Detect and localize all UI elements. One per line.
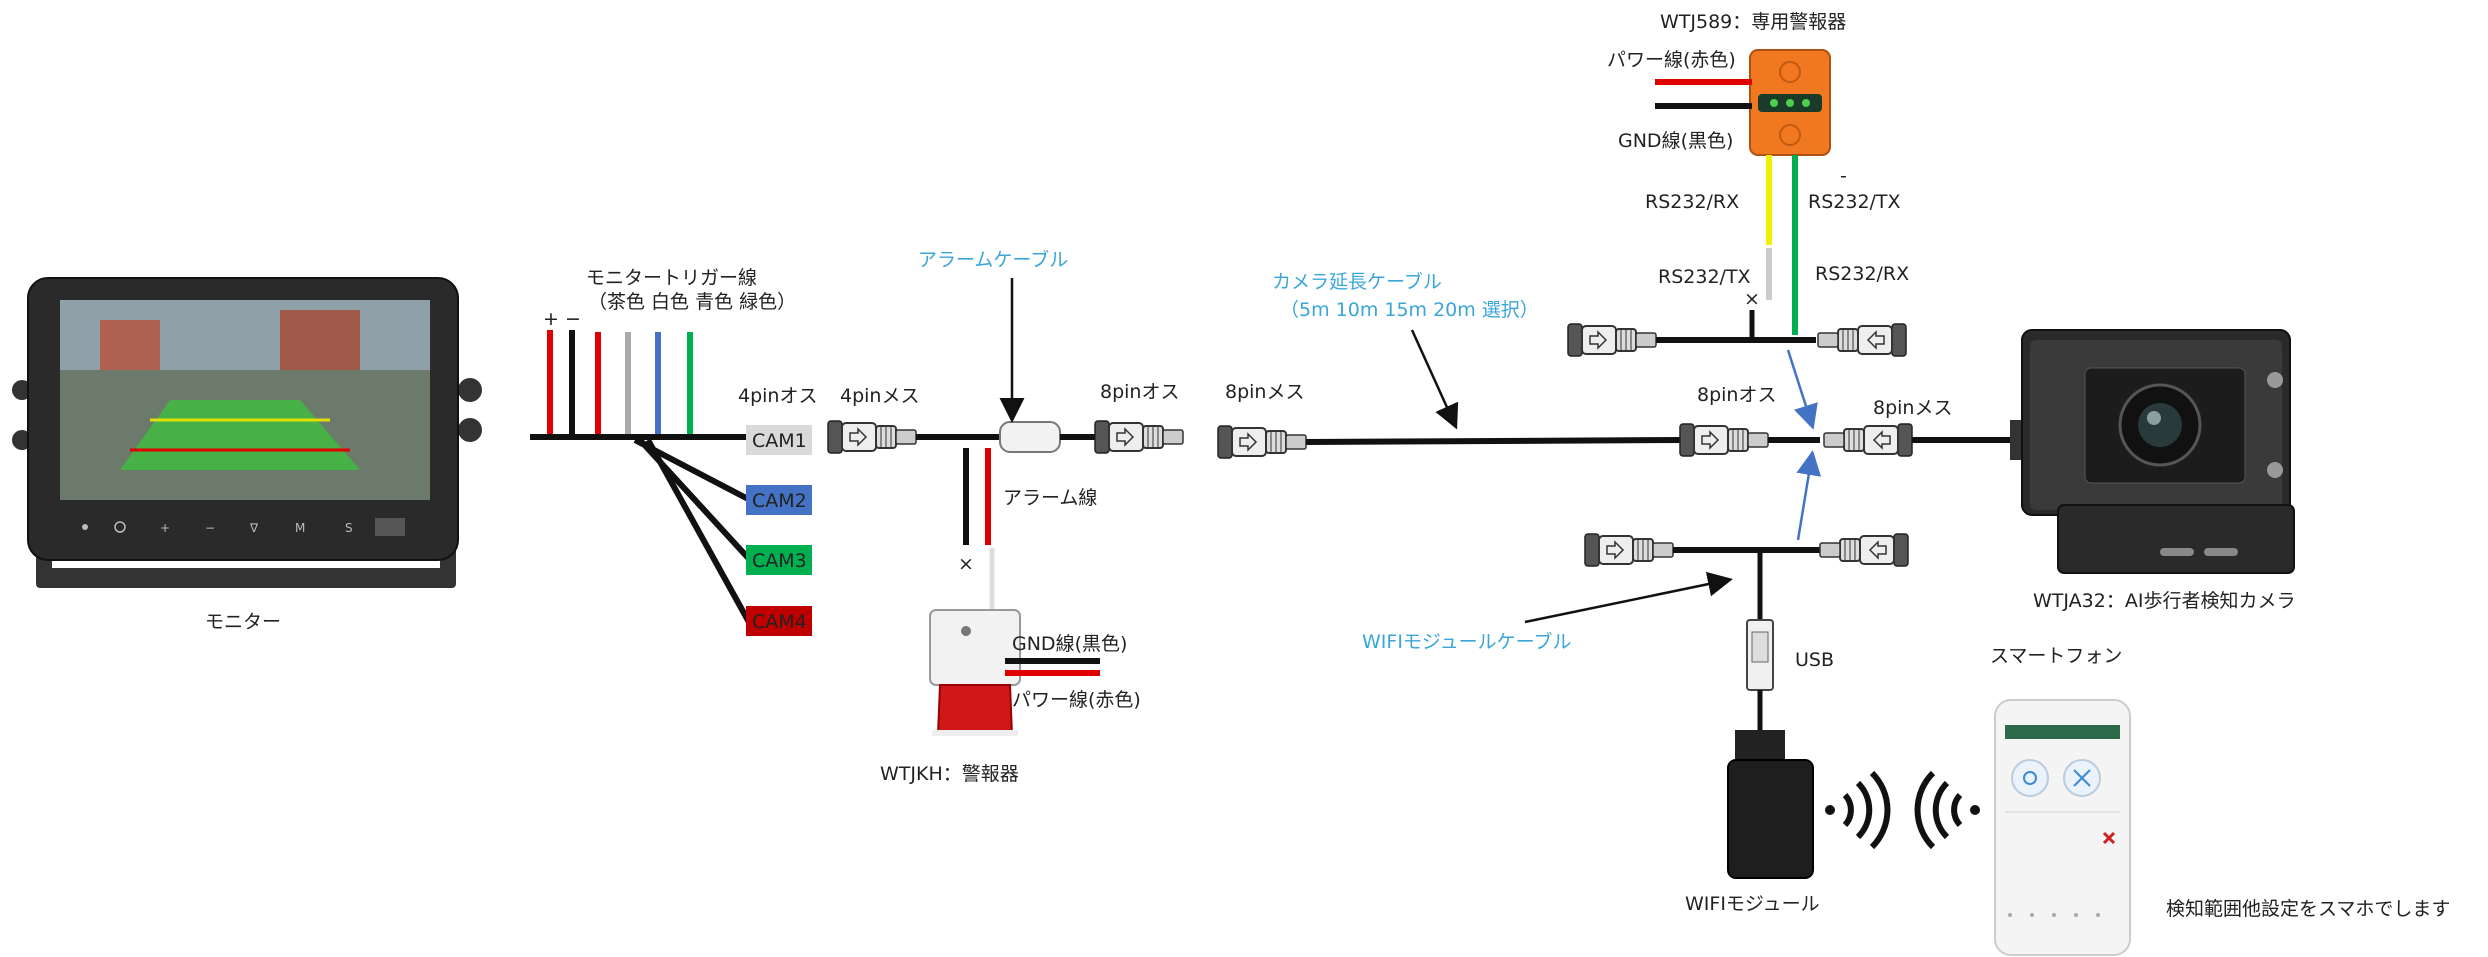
- alarm-cable-label: アラームケーブル: [918, 248, 1068, 271]
- svg-text:−: −: [205, 521, 215, 535]
- connector-4pin: [827, 420, 917, 454]
- alarm-splitter: [999, 421, 1061, 453]
- wifi-conn-right: [1819, 533, 1909, 567]
- ext-cable-lengths: （5m 10m 15m 20m 選択）: [1280, 299, 1539, 321]
- trigger-colors: （茶色 白色 青色 緑色）: [588, 291, 796, 313]
- wireless-signal-icon-phone: [1914, 770, 1980, 850]
- plus-sign: +: [543, 308, 559, 330]
- dash-mark: -: [1840, 165, 1847, 187]
- connector-8pin-3: [1679, 423, 1769, 457]
- usb-plug: [1746, 619, 1774, 730]
- cam-label: CAM1: [752, 430, 807, 452]
- cam-box: [746, 606, 812, 636]
- cam4-wire: [645, 438, 753, 626]
- pin8-male-label-1: 8pinオス: [1100, 381, 1179, 403]
- wifi-cable-arrow: [1524, 571, 1733, 624]
- trigger-wires: [547, 330, 693, 437]
- w589-power-label: パワー線(赤色): [1607, 49, 1736, 71]
- w589-gnd-label: GND線(黒色): [1618, 130, 1733, 152]
- ext-cable-label: カメラ延長ケーブル: [1272, 270, 1442, 293]
- cross-mark-2: ×: [1744, 288, 1760, 310]
- ext-cable-arrow: [1410, 329, 1459, 430]
- camera-wtja32: [2010, 329, 2295, 574]
- wifi-conn-left: [1584, 533, 1674, 567]
- siren-gnd-label: GND線(黒色): [1012, 633, 1127, 655]
- smartphone: [1994, 699, 2131, 956]
- wireless-signal-icon: [1825, 770, 1891, 850]
- usb-label: USB: [1795, 649, 1834, 671]
- cam-label: CAM4: [752, 611, 807, 633]
- rs232-tx-right: RS232/TX: [1808, 191, 1901, 213]
- wtj589-label: WTJ589：専用警報器: [1660, 11, 1846, 33]
- rs232-rx-right: RS232/RX: [1815, 263, 1909, 285]
- siren-label: WTJKH：警報器: [880, 763, 1019, 785]
- settings-note: 検知範囲他設定をスマホでします: [2166, 898, 2450, 920]
- blue-arrow-upper: [1786, 349, 1818, 430]
- cross-mark-1: ×: [958, 553, 974, 575]
- wifi-cable-label: WIFIモジュールケーブル: [1362, 630, 1571, 653]
- svg-text:∇: ∇: [249, 521, 259, 535]
- trigger-title: モニタートリガー線: [586, 267, 757, 289]
- cam-box: [746, 545, 812, 575]
- svg-text:S: S: [345, 521, 353, 535]
- svg-text:M: M: [295, 521, 305, 535]
- wifi-module-label: WIFIモジュール: [1685, 893, 1820, 915]
- cam-box: [746, 485, 812, 515]
- monitor-label: モニター: [205, 611, 281, 633]
- cam-label: CAM2: [752, 490, 807, 512]
- connector-8pin-4: [1823, 423, 1913, 457]
- wifi-module: [1727, 730, 1814, 879]
- rs232-conn-left: [1567, 323, 1657, 357]
- monitor: + − ∇ M S: [12, 277, 482, 588]
- smartphone-label: スマートフォン: [1990, 645, 2122, 667]
- pin4-male-label: 4pinオス: [738, 385, 817, 407]
- extension-cable: [1305, 437, 1686, 445]
- cam-label: CAM3: [752, 550, 807, 572]
- siren-power-label: パワー線(赤色): [1012, 689, 1141, 711]
- pin8-female-label-2: 8pinメス: [1873, 397, 1952, 419]
- connector-8pin-1: [1094, 420, 1184, 454]
- pin4-female-label: 4pinメス: [840, 385, 919, 407]
- rs232-rx-left: RS232/RX: [1645, 191, 1739, 213]
- rs232-tx-left: RS232/TX: [1658, 266, 1751, 288]
- blue-arrow-lower: [1796, 450, 1822, 541]
- connector-8pin-2: [1217, 425, 1307, 459]
- cam-box: [746, 425, 812, 455]
- pin8-female-label-1: 8pinメス: [1225, 381, 1304, 403]
- pin8-male-label-2: 8pinオス: [1697, 384, 1776, 406]
- rs232-conn-right: [1817, 323, 1907, 357]
- camera-label: WTJA32：AI歩行者検知カメラ: [2033, 590, 2295, 612]
- siren-wtjkh: [929, 609, 1021, 736]
- wtj589-alarm: [1749, 49, 1831, 156]
- svg-text:+: +: [160, 521, 170, 535]
- minus-sign: −: [565, 308, 581, 330]
- alarm-wire-label: アラーム線: [1003, 487, 1097, 509]
